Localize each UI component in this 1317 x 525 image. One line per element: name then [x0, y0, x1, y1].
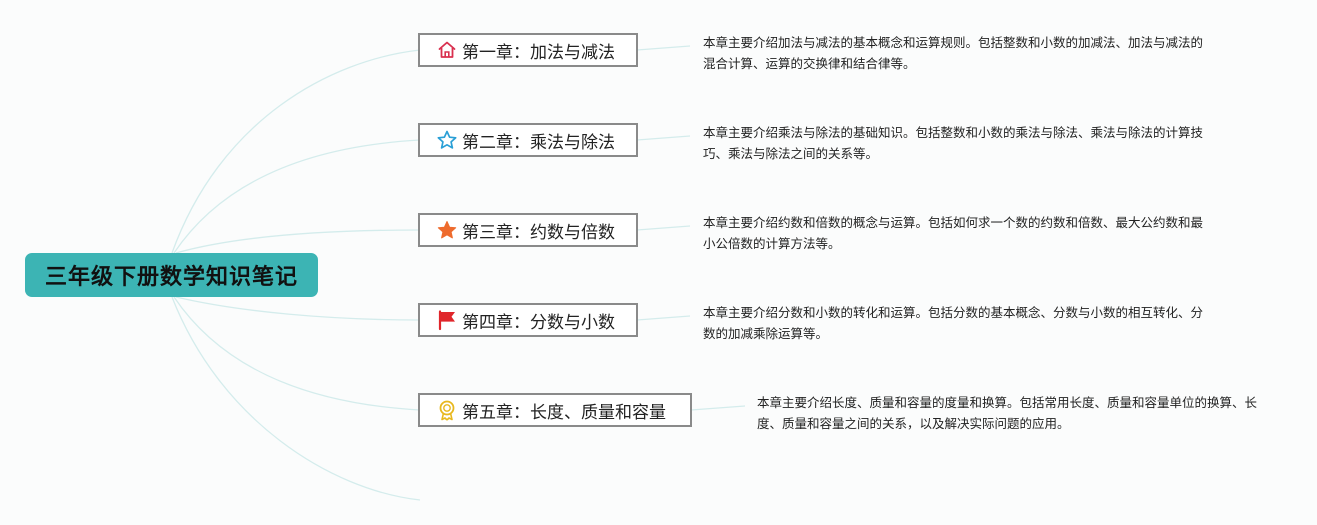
branch-line-2 — [173, 139, 421, 254]
chapter-4-node[interactable]: 第四章：分数与小数 — [418, 303, 638, 337]
flag-icon — [436, 309, 458, 331]
chapter-4-title: 第四章：分数与小数 — [462, 312, 615, 333]
leaf-line-1 — [636, 45, 691, 51]
chapter-4-description: 本章主要介绍分数和小数的转化和运算。包括分数的基本概念、分数与小数的相互转化、分… — [703, 305, 1204, 341]
branch-line-3 — [175, 229, 421, 254]
star-filled-icon — [436, 219, 458, 241]
medal-icon — [436, 399, 458, 421]
chapter-3-node[interactable]: 第三章：约数与倍数 — [418, 213, 638, 247]
leaf-line-3 — [636, 225, 691, 231]
branch-line-4 — [175, 296, 421, 321]
chapter-2-title: 第二章：乘法与除法 — [462, 132, 615, 153]
chapter-1-description: 本章主要介绍加法与减法的基本概念和运算规则。包括整数和小数的加减法、加法与减法的… — [703, 35, 1204, 71]
branch-line-6 — [171, 296, 421, 501]
leaf-line-5 — [690, 405, 746, 411]
chapter-3-title: 第三章：约数与倍数 — [462, 222, 615, 243]
chapter-5-node[interactable]: 第五章：长度、质量和容量 — [418, 393, 692, 427]
chapter-5-title: 第五章：长度、质量和容量 — [462, 402, 666, 423]
chapter-3-description: 本章主要介绍约数和倍数的概念与运算。包括如何求一个数的约数和倍数、最大公约数和最… — [703, 215, 1204, 251]
chapter-1-node[interactable]: 第一章：加法与减法 — [418, 33, 638, 67]
branch-line-1 — [171, 49, 421, 254]
leaf-line-4 — [636, 315, 691, 321]
chapter-2-node[interactable]: 第二章：乘法与除法 — [418, 123, 638, 157]
star-outline-icon — [436, 129, 458, 151]
chapter-2-description: 本章主要介绍乘法与除法的基础知识。包括整数和小数的乘法与除法、乘法与除法的计算技… — [703, 125, 1204, 161]
house-icon — [436, 39, 458, 61]
leaf-line-2 — [636, 135, 691, 141]
chapter-5-description: 本章主要介绍长度、质量和容量的度量和换算。包括常用长度、质量和容量单位的换算、长… — [757, 395, 1258, 431]
chapter-1-title: 第一章：加法与减法 — [462, 42, 615, 63]
branch-line-5 — [173, 296, 421, 411]
root-topic[interactable]: 三年级下册数学知识笔记 — [25, 253, 318, 297]
